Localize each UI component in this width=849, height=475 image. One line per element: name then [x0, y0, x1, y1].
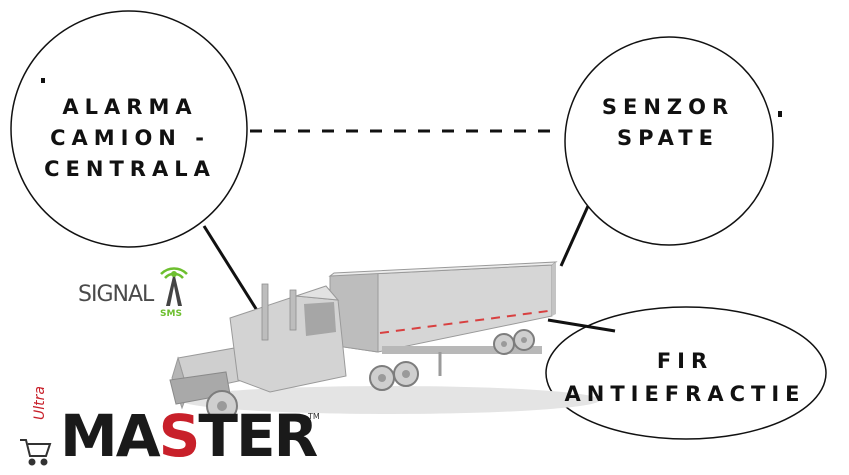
- trademark-mark: TM: [308, 412, 320, 421]
- label-line: SPATE: [617, 126, 719, 150]
- master-logo-part: MA: [60, 402, 161, 470]
- signal-logo-sub: SMS: [160, 309, 182, 319]
- signal-tower-icon: [160, 267, 188, 306]
- label-fir-antiefractie: FIR ANTIEFRACTIE: [540, 345, 830, 411]
- master-logo-part: TER: [198, 402, 318, 470]
- label-line: FIR: [656, 349, 714, 373]
- ultra-master-logo: Ultra MASTER TM: [14, 386, 324, 470]
- master-logo-word: MASTER: [60, 402, 318, 470]
- label-line: CAMION -: [50, 126, 210, 150]
- label-senzor-spate: SENZOR SPATE: [568, 92, 768, 154]
- connector-fir-truck: [547, 318, 616, 333]
- bubble-senzor: [564, 36, 774, 246]
- shopping-cart-icon: [20, 439, 52, 466]
- bubble-marker: [778, 111, 782, 117]
- bubble-alarm: [10, 10, 248, 248]
- bubble-fir: [545, 306, 827, 440]
- master-logo-accent: S: [158, 402, 201, 470]
- label-alarma-camion-centrala: ALARMA CAMION - CENTRALA: [20, 92, 240, 185]
- signal-logo-word: SIGNAL: [78, 282, 154, 307]
- truck-illustration: [169, 261, 600, 422]
- ultra-logo-prefix: Ultra: [32, 386, 48, 420]
- connector-alarm-truck: [202, 225, 260, 313]
- label-line: SENZOR: [601, 95, 735, 119]
- label-line: ANTIEFRACTIE: [564, 382, 806, 406]
- connector-senzor-truck: [559, 205, 590, 267]
- signal-sms-logo: SIGNAL SMS: [78, 266, 208, 328]
- label-line: CENTRALA: [44, 157, 216, 181]
- label-line: ALARMA: [62, 95, 198, 119]
- bubble-marker: [41, 78, 45, 83]
